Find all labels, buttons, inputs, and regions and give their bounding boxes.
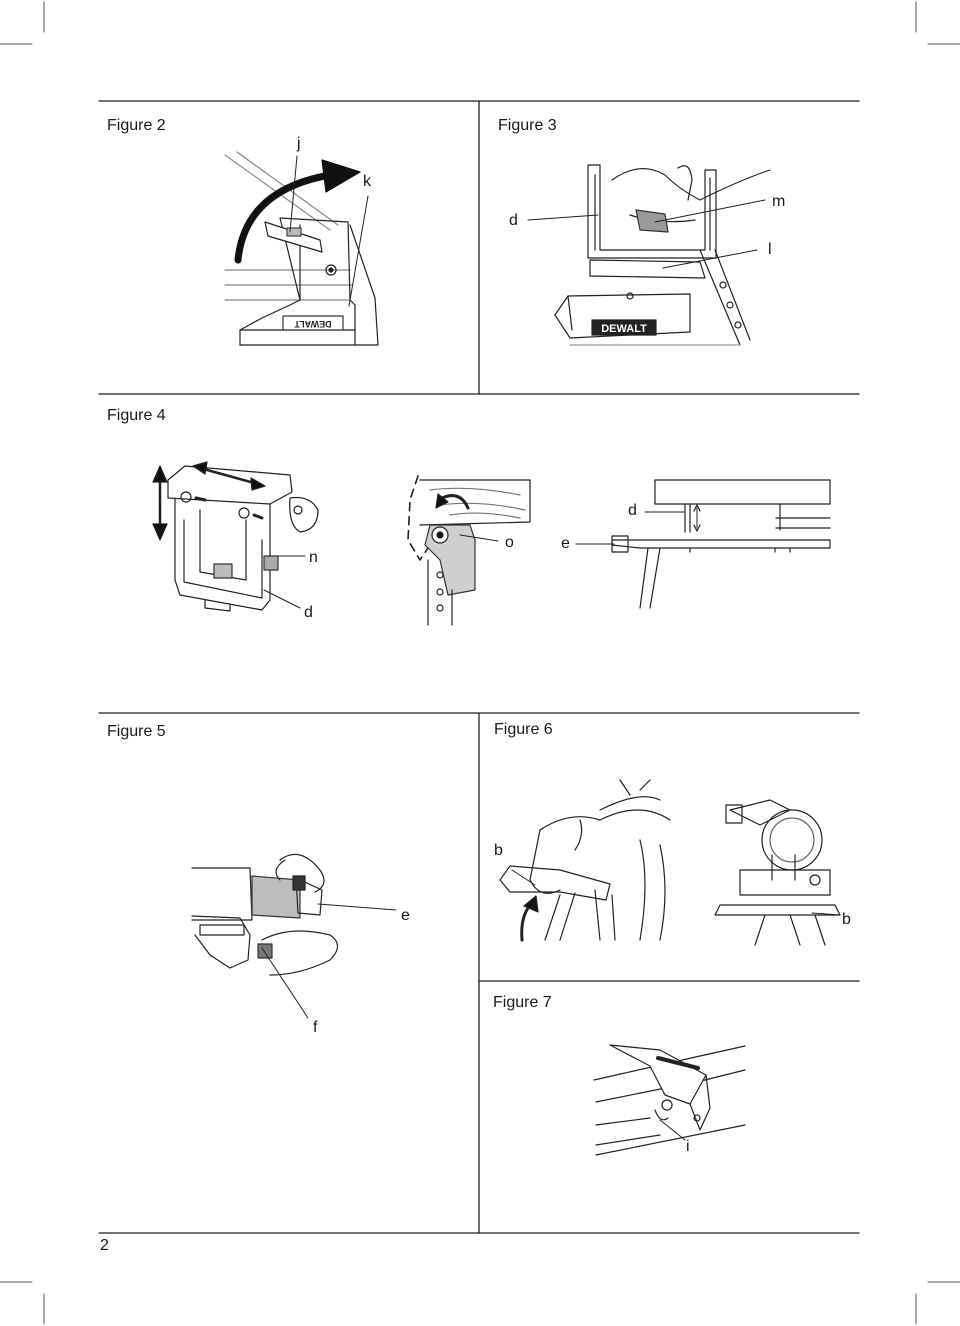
- figure-4-title: Figure 4: [107, 407, 166, 424]
- figure-6-label-b-right: b: [842, 911, 851, 928]
- figure-2-label-k: k: [363, 173, 371, 190]
- figure-4-middle-illustration: [407, 475, 531, 626]
- figure-6-left-illustration: [499, 779, 671, 942]
- figure-2-label-j: j: [297, 135, 301, 152]
- figure-5-illustration: [191, 853, 397, 1019]
- figure-3-illustration: [527, 164, 771, 346]
- figure-4-label-d-left: d: [304, 604, 313, 621]
- figure-2-logo: DEWALT: [294, 319, 332, 329]
- figure-6-right-illustration: [714, 799, 841, 946]
- figure-3-title: Figure 3: [498, 117, 557, 134]
- page-number: 2: [100, 1237, 109, 1254]
- figure-4-label-n: n: [309, 549, 318, 566]
- figure-3-label-d: d: [509, 212, 518, 229]
- figure-grid: [98, 100, 860, 1234]
- figure-7-title: Figure 7: [493, 994, 552, 1011]
- figure-6-label-b-left: b: [494, 842, 503, 859]
- figure-7-illustration: [593, 1044, 746, 1156]
- figure-5-label-e: e: [401, 907, 410, 924]
- figure-4-label-d-right: d: [628, 502, 637, 519]
- figure-5-label-f: f: [313, 1019, 318, 1036]
- figure-3-label-l: l: [768, 241, 772, 258]
- figure-4-label-o: o: [505, 534, 514, 551]
- figure-3-label-m: m: [772, 193, 786, 210]
- figure-2-illustration: [224, 151, 379, 346]
- figure-4-right-illustration: [575, 479, 831, 609]
- figure-7-label-i: i: [686, 1138, 690, 1155]
- figure-4-label-e: e: [561, 535, 570, 552]
- figure-2-title: Figure 2: [107, 117, 166, 134]
- figure-6-title: Figure 6: [494, 721, 553, 738]
- figure-4-left-illustration: [152, 461, 319, 612]
- figure-5-title: Figure 5: [107, 723, 166, 740]
- figure-3-logo: DEWALT: [601, 323, 647, 335]
